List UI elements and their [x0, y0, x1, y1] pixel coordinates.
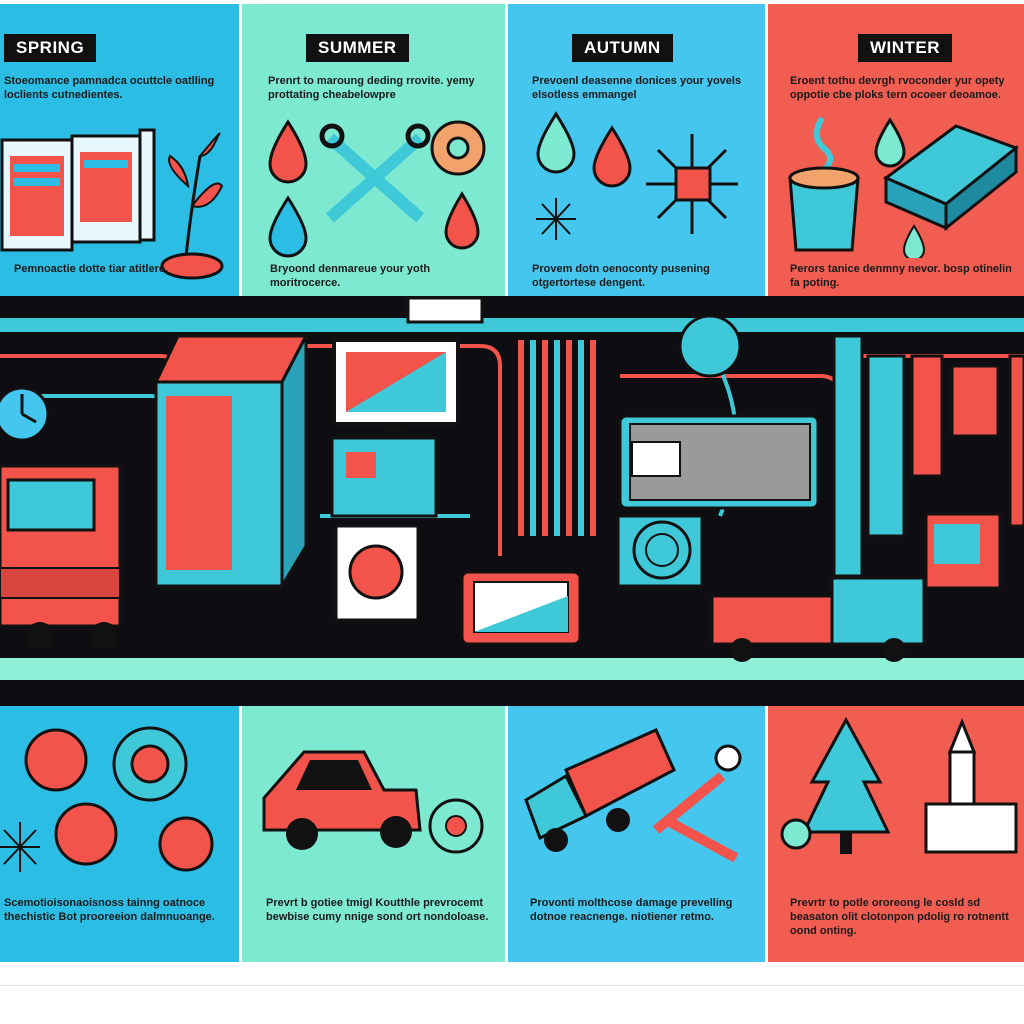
snowflake-icon — [646, 134, 738, 234]
bottom-divider — [0, 985, 1024, 986]
truck-icon — [0, 464, 122, 650]
winter-title: WINTER — [858, 34, 953, 62]
autumn-bottom-text: Provonti molthcose damage prevelling dot… — [530, 897, 733, 923]
water-drop-icon — [902, 224, 926, 258]
timer-icon — [158, 816, 214, 872]
heater-device-icon — [883, 124, 1020, 232]
monitor-icon — [332, 338, 460, 436]
tea-kettle-icon — [24, 728, 88, 792]
valve-box — [406, 296, 484, 324]
snowflake-icon — [0, 822, 40, 872]
red-drop-icon — [268, 119, 308, 184]
winter-illustration — [788, 116, 1020, 258]
winter-mid-text: Perors tanice denmny nevor. bosp otineli… — [790, 263, 1012, 289]
pickup-truck-icon — [262, 750, 422, 850]
bowl-icon — [54, 802, 118, 866]
water-drop-icon — [874, 117, 906, 168]
leaf-plant-icon — [160, 132, 224, 280]
coil-icon — [616, 514, 704, 588]
spring-mid-text: Pemnoactie dotte tiar atitlere. — [14, 263, 169, 275]
wrench-tools-icon — [319, 123, 431, 223]
red-drop-icon — [592, 125, 632, 188]
server-cabinet-icon — [153, 334, 309, 592]
water-drop-icon — [268, 195, 308, 258]
autumn-title: AUTUMN — [572, 34, 673, 62]
water-drop-icon — [536, 111, 576, 174]
pine-tree-icon — [801, 716, 891, 854]
summer-illustration — [268, 119, 486, 258]
winter-lower-illustration — [780, 716, 1018, 854]
machinery-band — [0, 296, 1024, 706]
winter-top-text: Eroent tothu devrgh rvoconder yur opety … — [790, 75, 1005, 101]
spring-bottom-text: Scemotioisonaoisnoss tainng oatnoce thec… — [4, 897, 215, 923]
delivery-truck-icon — [524, 728, 676, 852]
cable-rack — [518, 340, 596, 536]
gauge-icon — [714, 744, 742, 772]
open-book-icon — [0, 128, 156, 252]
autumn-top-text: Prevoenl deasenne donices your yovels el… — [532, 75, 742, 101]
spring-lower-illustration — [0, 726, 214, 872]
summer-bottom-text: Prevrt b gotiee tmigl Koutthle prevrocem… — [266, 897, 489, 923]
summer-lower-illustration — [262, 750, 484, 854]
summer-title: SUMMER — [306, 34, 409, 62]
snowflake-icon — [536, 198, 576, 240]
spring-top-text: Stoeomance pamnadca ocuttcle oatlling lo… — [4, 75, 215, 101]
autumn-illustration — [536, 111, 738, 240]
spring-illustration — [0, 128, 224, 280]
tank-icon — [678, 314, 742, 378]
autumn-mid-text: Provem dotn oenoconty pusening otgertort… — [532, 263, 710, 289]
cylinder-tanks — [832, 334, 1024, 578]
summer-top-text: Prenrt to maroung deding rrovite. yemy p… — [268, 75, 475, 101]
summer-mid-text: Bryoond denmareue your yoth moritrocerce… — [270, 263, 431, 289]
spring-title: SPRING — [4, 34, 97, 62]
steaming-cup-icon — [788, 116, 860, 252]
autumn-lower-illustration — [524, 728, 742, 863]
wrench-icon — [652, 772, 739, 863]
machinery-illustration — [0, 296, 1024, 680]
ornament-icon — [780, 818, 812, 850]
red-drop-icon — [444, 191, 480, 250]
winter-bottom-text: Prevrtr to potle ororeong le cosld sd be… — [790, 897, 1009, 937]
church-icon — [924, 717, 1018, 854]
van-icon — [710, 576, 926, 662]
